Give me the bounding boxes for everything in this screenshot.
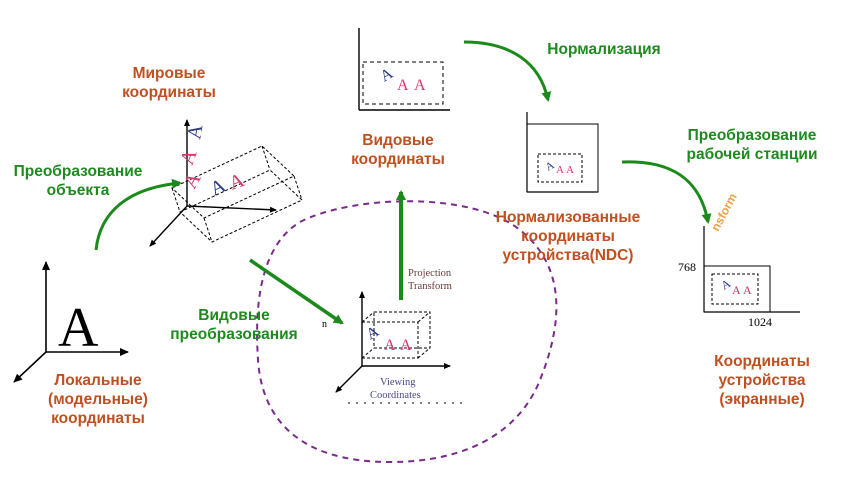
transform-fragment-text: nsform: [708, 191, 739, 233]
view-glyph-2: A: [397, 77, 409, 94]
local-glyph: A: [58, 297, 99, 359]
device-figure: A A A 768 1024 nsform: [678, 191, 800, 329]
object-transform-arrow: [94, 178, 182, 251]
world-coords-label: Мировые координаты: [122, 65, 216, 101]
ndc-glyph-1: A: [544, 159, 557, 173]
viewing-figure: A A A n Projection Transform Viewing Coo…: [322, 268, 468, 404]
device-coords-label: Координаты устройства (экранные): [714, 353, 810, 408]
viewing-coords-label-1: Viewing: [380, 377, 416, 388]
projection-label-1: Projection: [408, 268, 452, 279]
viewing-glyph-2: A: [384, 337, 396, 354]
ndc-glyph-3: A: [566, 164, 574, 176]
workstation-transform-label: Преобразование рабочей станции: [686, 127, 818, 163]
view-glyph-3: A: [414, 77, 426, 94]
device-glyph-3: A: [743, 283, 752, 297]
object-transform-label: Преобразование объекта: [13, 163, 143, 199]
ndc-label: Нормализованные координаты устройства(ND…: [495, 209, 641, 264]
world-glyph-1: A: [183, 122, 207, 141]
projection-label-2: Transform: [408, 281, 452, 292]
n-axis-label: n: [322, 319, 327, 330]
viewing-glyph-3: A: [400, 337, 412, 354]
device-glyph-2: A: [732, 283, 741, 297]
viewing-transform-arrow: [249, 258, 344, 325]
view-coords-figure: A A A: [358, 28, 450, 111]
ndc-figure: A A A: [526, 112, 599, 193]
view-coords-label: Видовые координаты: [351, 132, 445, 168]
world-glyph-3: A: [179, 169, 206, 193]
view-glyph-1: A: [378, 65, 397, 86]
local-coords-label: Локальные (модельные) координаты: [48, 372, 148, 427]
workstation-transform-arrow: [621, 160, 712, 224]
normalization-arrow: [463, 40, 552, 102]
viewing-coords-label-2: Coordinates: [370, 390, 421, 401]
normalization-label: Нормализация: [547, 41, 661, 58]
device-x-tick: 1024: [748, 315, 772, 329]
viewing-transform-label: Видовые преобразования: [170, 307, 298, 343]
device-y-tick: 768: [678, 260, 696, 274]
world-glyph-4: A: [207, 174, 230, 200]
ndc-glyph-2: A: [556, 164, 564, 176]
local-coords-figure: A: [13, 261, 129, 383]
world-glyph-2: A: [176, 146, 202, 168]
viewing-glyph-1: A: [364, 323, 383, 344]
